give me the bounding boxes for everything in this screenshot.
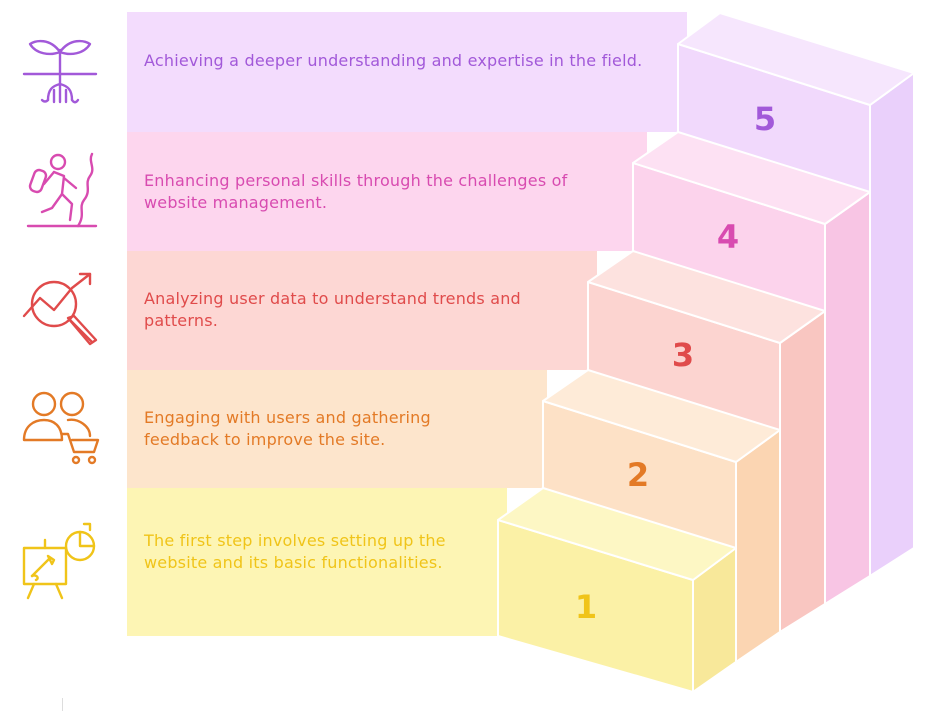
step-3-side	[779, 310, 826, 633]
baseline-tick	[62, 698, 63, 711]
step-4-description: Enhancing personal skills through the ch…	[144, 171, 568, 212]
step-5-description: Achieving a deeper understanding and exp…	[144, 51, 643, 70]
band-step-1	[127, 488, 507, 636]
step-1-number: 1	[575, 588, 597, 626]
step-3-description: Analyzing user data to understand trends…	[144, 289, 521, 330]
trend-magnifier-icon	[22, 272, 98, 346]
climber-icon	[26, 152, 98, 228]
step-5-side	[869, 72, 915, 577]
step-5-top	[677, 12, 915, 106]
step-2-side	[735, 429, 781, 663]
step-2-number: 2	[627, 456, 649, 494]
easel-chart-icon	[22, 522, 96, 600]
band-step-4	[127, 132, 647, 251]
band-step-2	[127, 370, 547, 488]
sprout-roots-icon	[22, 39, 98, 104]
step-5-number: 5	[754, 100, 776, 138]
step-1-description: The first step involves setting up the w…	[144, 531, 446, 572]
step-4-number: 4	[717, 218, 739, 256]
step-3-number: 3	[672, 336, 694, 374]
step-2-top	[542, 369, 781, 463]
step-1-top	[497, 487, 737, 581]
users-cart-icon	[22, 391, 100, 465]
band-step-3	[127, 251, 597, 370]
band-step-5	[127, 12, 687, 132]
step-4-side	[824, 191, 871, 605]
step-2-description: Engaging with users and gathering feedba…	[144, 408, 431, 449]
step-4-top	[632, 131, 871, 225]
step-3-top	[587, 250, 826, 344]
